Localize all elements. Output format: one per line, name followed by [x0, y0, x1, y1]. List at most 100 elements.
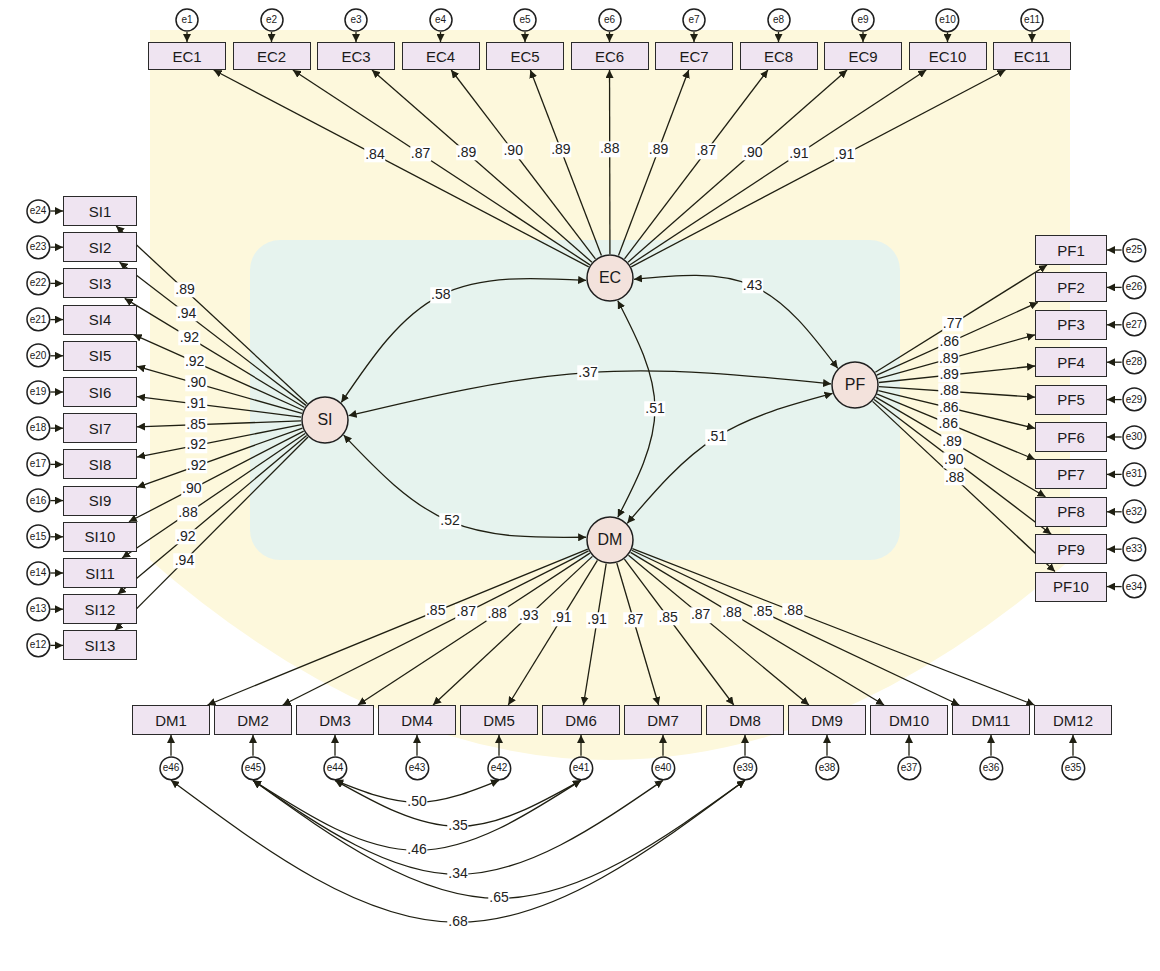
variable-name: EC5	[510, 49, 539, 64]
path-arrow	[1107, 362, 1122, 363]
circle-outline	[980, 757, 1003, 780]
covariance-arrow	[253, 780, 745, 898]
path-arrow	[125, 298, 305, 407]
variable-name: PF2	[1057, 280, 1085, 295]
path-arrow	[617, 563, 659, 705]
path-arrow	[137, 428, 302, 487]
variable-name: PF1	[1057, 243, 1085, 258]
circle-outline	[1123, 351, 1146, 374]
covariance-arrow	[341, 279, 586, 403]
variable-name: e29	[1126, 395, 1143, 405]
indicator-box: EC8	[740, 42, 818, 70]
error-circle: e18	[26, 416, 51, 441]
variable-name: e46	[163, 763, 180, 773]
variable-name: e27	[1126, 320, 1143, 330]
variable-name: e18	[30, 423, 47, 433]
path-arrow	[50, 355, 63, 356]
error-circle: e42	[487, 756, 512, 781]
variable-name: e41	[573, 763, 590, 773]
variable-name: e14	[30, 568, 47, 578]
variable-name: e42	[491, 763, 508, 773]
circle-outline	[852, 9, 874, 31]
coefficient-label: .89	[174, 282, 195, 297]
error-circle: e3	[344, 8, 368, 32]
error-circle: e1	[175, 8, 199, 32]
variable-name: e45	[245, 763, 262, 773]
coefficient-label: .92	[186, 458, 207, 473]
circle-outline	[406, 757, 429, 780]
variable-name: DM5	[483, 713, 515, 728]
coefficient-label: .92	[184, 354, 205, 369]
path-arrow	[1107, 249, 1122, 250]
latent-circle: DM	[586, 516, 634, 564]
circle-outline	[768, 9, 790, 31]
indicator-box: SI3	[63, 268, 137, 298]
path-arrow	[609, 70, 611, 254]
circle-outline	[514, 9, 536, 31]
variable-name: DM9	[811, 713, 843, 728]
variable-name: e38	[819, 763, 836, 773]
indicator-box: DM5	[460, 705, 538, 735]
path-arrow	[631, 552, 885, 705]
variable-name: SI9	[89, 493, 112, 508]
variable-name: e16	[30, 496, 47, 506]
path-arrow	[947, 32, 948, 42]
indicator-box: SI6	[63, 377, 137, 407]
indicator-box: EC7	[655, 42, 733, 70]
path-arrow	[129, 431, 304, 522]
coefficient-label: .37	[577, 365, 598, 380]
covariance-arrow	[627, 393, 832, 523]
path-arrow	[186, 32, 187, 42]
error-circle: e33	[1122, 537, 1147, 562]
variable-name: e13	[30, 604, 47, 614]
circle-outline	[832, 362, 878, 408]
error-circle: e15	[26, 524, 51, 549]
variable-name: e8	[773, 15, 784, 25]
indicator-box: DM9	[788, 705, 866, 735]
indicator-box: PF8	[1035, 497, 1107, 527]
variable-name: e6	[604, 15, 615, 25]
path-arrow	[879, 366, 1035, 382]
circle-outline	[27, 272, 50, 295]
variable-name: PF3	[1057, 317, 1085, 332]
circle-outline	[570, 757, 593, 780]
indicator-box: PF9	[1035, 534, 1107, 564]
indicator-box: DM6	[542, 705, 620, 735]
indicator-box: DM4	[378, 705, 456, 735]
error-circle: e24	[26, 199, 51, 224]
path-arrow	[1107, 287, 1122, 288]
coefficient-label: .85	[185, 417, 206, 432]
error-circle: e8	[767, 8, 791, 32]
coefficient-label: .87	[695, 144, 716, 159]
indicator-box: SI4	[63, 305, 137, 335]
path-arrow	[1072, 735, 1073, 756]
coefficient-label: .92	[185, 438, 206, 453]
coefficient-label: .90	[502, 144, 523, 159]
variable-name: DM6	[565, 713, 597, 728]
circle-outline	[734, 757, 757, 780]
coefficient-label: .88	[486, 606, 507, 621]
path-arrow	[876, 397, 1046, 497]
error-circle: e36	[979, 756, 1004, 781]
path-arrow	[875, 265, 1047, 372]
coefficient-label: .91	[586, 613, 607, 628]
path-arrow	[524, 32, 525, 42]
variable-name: e23	[30, 242, 47, 252]
indicator-box: PF3	[1035, 310, 1107, 340]
coefficient-label: .88	[599, 141, 620, 156]
variable-name: DM7	[647, 713, 679, 728]
error-circle: e12	[26, 633, 51, 658]
coefficient-label: .88	[721, 606, 742, 621]
circle-outline	[816, 757, 839, 780]
error-circle: e5	[513, 8, 537, 32]
variable-name: e15	[30, 532, 47, 542]
path-arrow	[874, 400, 1051, 535]
indicator-box: PF2	[1035, 272, 1107, 302]
variable-name: e20	[30, 351, 47, 361]
circle-outline	[27, 381, 50, 404]
variable-name: SI12	[85, 602, 116, 617]
coefficient-label: .65	[488, 891, 509, 906]
path-arrow	[498, 735, 499, 756]
circle-outline	[27, 562, 50, 585]
circle-outline	[345, 9, 367, 31]
